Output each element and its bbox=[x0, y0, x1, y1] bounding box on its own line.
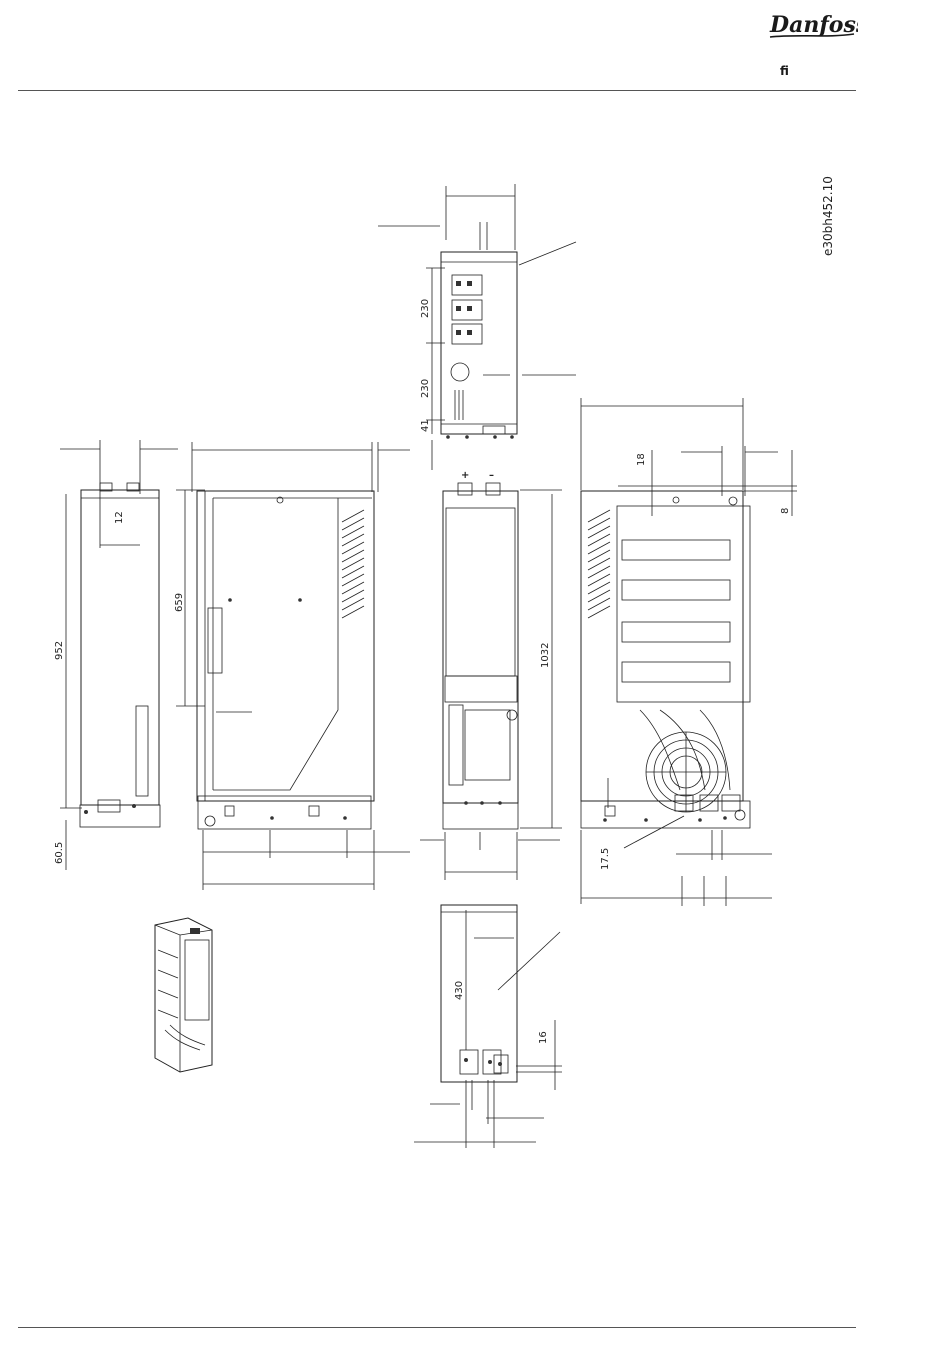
svg-text:17.5: 17.5 bbox=[600, 848, 611, 870]
svg-text:41: 41 bbox=[420, 419, 431, 432]
bottom-view: 430 16 bbox=[414, 905, 562, 1148]
svg-text:18: 18 bbox=[636, 453, 647, 466]
svg-text:12: 12 bbox=[114, 511, 125, 524]
svg-text:230: 230 bbox=[420, 379, 431, 398]
main-side-view: 659 bbox=[174, 442, 410, 890]
svg-text:659: 659 bbox=[174, 593, 185, 612]
top-view: 230 230 41 bbox=[378, 184, 576, 439]
svg-text:60.5: 60.5 bbox=[54, 842, 65, 864]
plus-terminal: + bbox=[461, 470, 469, 481]
isometric-view bbox=[155, 918, 212, 1072]
narrow-side-view: 12 952 60.5 bbox=[54, 440, 178, 870]
svg-text:1032: 1032 bbox=[540, 643, 551, 668]
rear-side-view: 18 8 17.5 bbox=[581, 398, 797, 906]
front-view: + – 1032 bbox=[420, 440, 562, 880]
minus-terminal: – bbox=[489, 470, 494, 481]
svg-text:230: 230 bbox=[420, 299, 431, 318]
svg-text:8: 8 bbox=[780, 508, 791, 514]
svg-text:16: 16 bbox=[538, 1031, 549, 1044]
svg-text:430: 430 bbox=[454, 981, 465, 1000]
svg-text:952: 952 bbox=[54, 641, 65, 660]
